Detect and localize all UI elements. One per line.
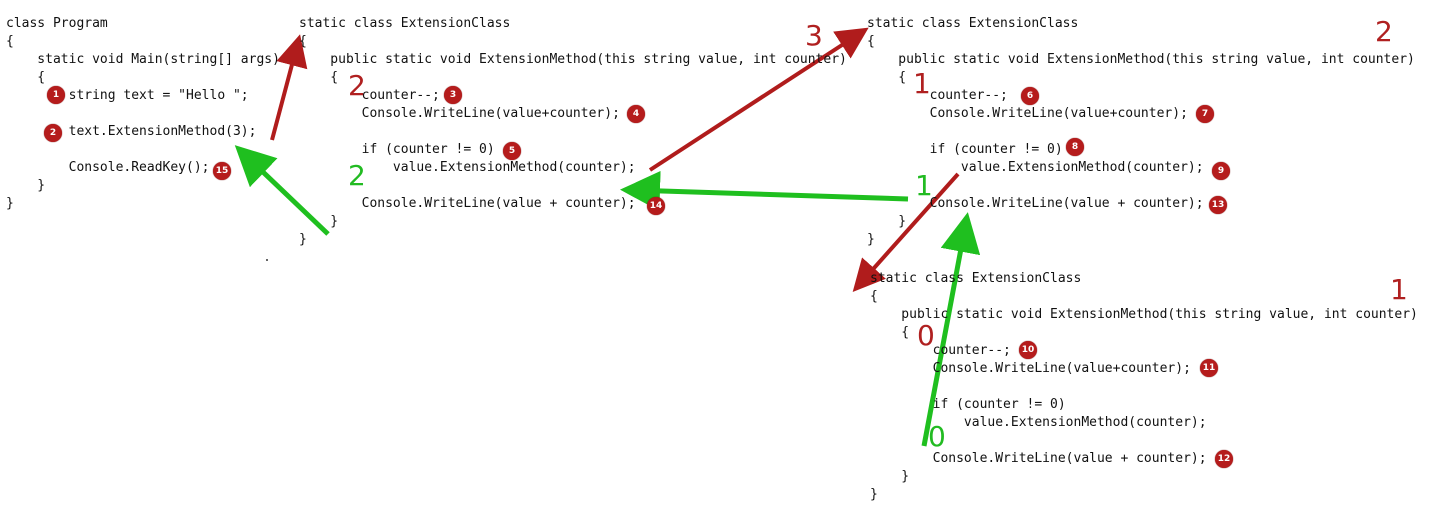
step-badge: 4: [627, 105, 645, 123]
extension-class-block-3: static class ExtensionClass { public stat…: [870, 270, 1418, 504]
code-line: {: [6, 34, 14, 49]
counter-annotation-green: 2: [348, 159, 366, 192]
code-line: value.ExtensionMethod(counter);: [870, 415, 1207, 430]
step-badge: 14: [647, 197, 665, 215]
code-line: [870, 432, 1418, 450]
code-line: }: [867, 232, 875, 247]
code-line: Console.WriteLine(value + counter);: [870, 451, 1207, 466]
code-line: [867, 177, 1415, 195]
step-badge: 2: [44, 124, 62, 142]
code-line: [299, 177, 847, 195]
step-badge: 3: [444, 86, 462, 104]
step-badge: 12: [1215, 450, 1233, 468]
step-badge: 5: [503, 142, 521, 160]
code-line: static class ExtensionClass: [867, 16, 1079, 31]
code-line: }: [870, 487, 878, 502]
extension-class-block-1: static class ExtensionClass { public stat…: [299, 15, 847, 249]
code-line: value.ExtensionMethod(counter);: [867, 160, 1204, 175]
code-line: public static void ExtensionMethod(this …: [867, 52, 1415, 67]
code-line: {: [299, 70, 339, 85]
code-line: string text = "Hello ";: [6, 88, 249, 103]
code-line: counter--;: [299, 88, 440, 103]
code-line: {: [299, 34, 307, 49]
code-line: if (counter != 0): [299, 142, 495, 157]
code-line: Console.WriteLine(value + counter);: [299, 196, 636, 211]
counter-annotation-green: 0: [928, 420, 946, 453]
code-line: if (counter != 0): [867, 142, 1063, 157]
code-line: Console.ReadKey();: [6, 160, 210, 175]
code-line: }: [6, 178, 46, 193]
step-badge: 1: [47, 86, 65, 104]
code-line: Console.WriteLine(value + counter);: [867, 196, 1204, 211]
code-line: [870, 378, 1418, 396]
call-arrow-main-to-ext1: [270, 34, 308, 141]
code-line: {: [867, 70, 907, 85]
counter-annotation-red: 1: [913, 67, 931, 100]
code-line: text.ExtensionMethod(3);: [6, 124, 257, 139]
code-line: class Program: [6, 16, 108, 31]
program-code-block: class Program { static void Main(string[]…: [6, 15, 280, 213]
code-line: static void Main(string[] args): [6, 52, 280, 67]
code-line: value.ExtensionMethod(counter);: [299, 160, 636, 175]
code-line: }: [299, 232, 307, 247]
code-line: }: [299, 214, 339, 229]
extension-class-block-2: static class ExtensionClass { public stat…: [867, 15, 1415, 249]
step-badge: 11: [1200, 359, 1218, 377]
code-line: Console.WriteLine(value+counter);: [299, 106, 620, 121]
counter-annotation-red: 2: [348, 69, 366, 102]
code-line: [867, 123, 1415, 141]
step-badge: 13: [1209, 196, 1227, 214]
code-line: Console.WriteLine(value+counter);: [867, 106, 1188, 121]
stray-dot: [266, 259, 268, 261]
code-line: static class ExtensionClass: [870, 271, 1082, 286]
code-line: {: [870, 325, 910, 340]
step-badge: 8: [1066, 138, 1084, 156]
call-arrow-ext2-to-ext3: [852, 172, 960, 292]
code-line: counter--;: [867, 88, 1008, 103]
call-arrow-ext1-to-ext2: [648, 27, 869, 172]
code-line: }: [867, 214, 907, 229]
code-line: Console.WriteLine(value+counter);: [870, 361, 1191, 376]
code-line: public static void ExtensionMethod(this …: [870, 307, 1418, 322]
code-line: [299, 123, 847, 141]
code-line: public static void ExtensionMethod(this …: [299, 52, 847, 67]
code-line: {: [870, 289, 878, 304]
step-badge: 15: [213, 162, 231, 180]
step-badge: 6: [1021, 87, 1039, 105]
step-badge: 9: [1212, 162, 1230, 180]
return-arrow-ext3-to-ext2: [921, 212, 981, 447]
code-line: if (counter != 0): [870, 397, 1066, 412]
code-line: static class ExtensionClass: [299, 16, 511, 31]
code-line: }: [6, 196, 14, 211]
code-line: [6, 141, 280, 159]
code-line: }: [870, 469, 910, 484]
return-arrow-ext2-to-ext1: [620, 170, 909, 211]
counter-annotation-red: 3: [805, 19, 823, 52]
step-badge: 7: [1196, 105, 1214, 123]
counter-annotation-red: 1: [1390, 273, 1408, 306]
counter-annotation-red: 0: [917, 319, 935, 352]
counter-annotation-green: 1: [915, 169, 933, 202]
code-line: [6, 105, 280, 123]
code-line: counter--;: [870, 343, 1011, 358]
return-arrow-ext1-to-main: [234, 145, 330, 236]
counter-annotation-red: 2: [1375, 15, 1393, 48]
step-badge: 10: [1019, 341, 1037, 359]
code-line: {: [6, 70, 46, 85]
code-line: {: [867, 34, 875, 49]
